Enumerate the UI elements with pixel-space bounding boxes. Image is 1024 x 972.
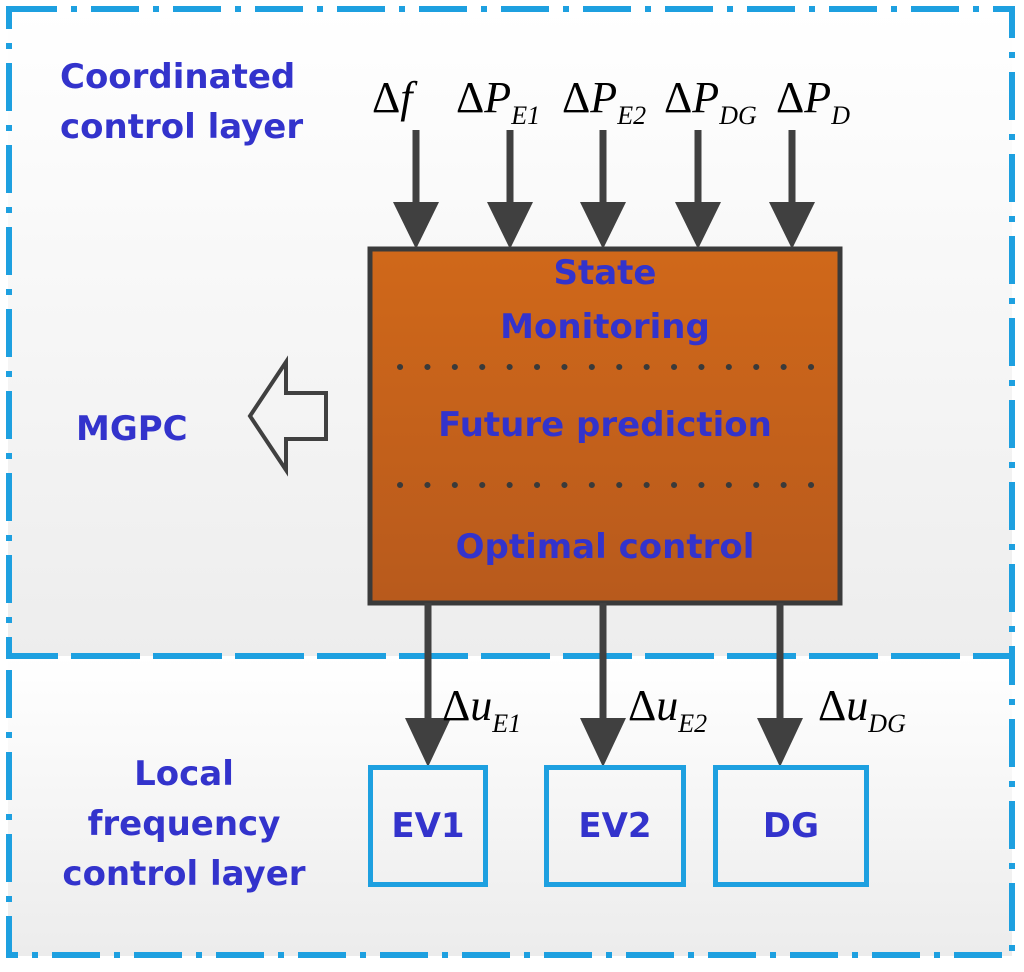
controller-block <box>367 246 843 606</box>
coordinated-label-line-2: control layer <box>60 107 304 147</box>
output-subscript: E2 <box>678 709 708 738</box>
mgpc-hollow-arrow <box>247 355 328 477</box>
output-subscript: E1 <box>492 709 522 738</box>
output-arrowhead-3 <box>757 718 803 767</box>
output-arrows <box>424 603 784 725</box>
input-label-delta-pe1: ΔPE1 <box>456 72 540 131</box>
local-frequency-control-layer-label: Local frequency control layer <box>36 749 332 899</box>
delta-symbol: Δ <box>776 73 805 122</box>
local-label-line-2: control layer <box>62 854 306 894</box>
input-subscript: E1 <box>511 101 541 130</box>
state-monitoring-label: State Monitoring <box>370 246 840 354</box>
delta-symbol: Δ <box>372 73 401 122</box>
input-arrowhead-4 <box>675 202 721 249</box>
state-monitoring-line-2: Monitoring <box>500 307 710 347</box>
input-subscript: D <box>831 101 850 130</box>
delta-symbol: Δ <box>562 73 591 122</box>
input-label-delta-pe2: ΔPE2 <box>562 72 646 131</box>
optimal-control-label: Optimal control <box>455 527 755 567</box>
input-arrowheads <box>393 202 815 249</box>
coordinated-label-line-1: Coordinated <box>60 57 296 97</box>
future-prediction-label: Future prediction <box>438 405 772 445</box>
input-arrowhead-2 <box>487 202 533 249</box>
output-subscript: DG <box>868 709 906 738</box>
ev1-unit-box: EV1 <box>368 765 488 887</box>
dg-unit-box: DG <box>713 765 869 887</box>
layer-borders <box>6 6 1015 958</box>
output-variable: u <box>656 681 679 730</box>
mgpc-label: MGPC <box>76 409 188 449</box>
ev2-unit-box: EV2 <box>544 765 686 887</box>
input-arrowhead-5 <box>769 202 815 249</box>
input-label-delta-f: Δf <box>372 72 413 123</box>
output-arrowhead-1 <box>405 718 451 767</box>
delta-symbol: Δ <box>628 681 657 730</box>
input-arrows <box>412 130 796 210</box>
input-label-delta-pd: ΔPD <box>776 72 850 131</box>
input-arrowhead-3 <box>580 202 626 249</box>
delta-symbol: Δ <box>456 73 485 122</box>
output-label-delta-ue2: ΔuE2 <box>628 680 707 739</box>
input-variable: P <box>484 73 512 122</box>
input-subscript: E2 <box>617 101 647 130</box>
input-variable: P <box>692 73 720 122</box>
coordinated-control-layer-label: Coordinated control layer <box>60 52 303 152</box>
output-variable: u <box>846 681 869 730</box>
delta-symbol: Δ <box>818 681 847 730</box>
input-variable: f <box>400 73 413 122</box>
delta-symbol: Δ <box>664 73 693 122</box>
output-arrowhead-2 <box>580 718 626 767</box>
input-variable: P <box>804 73 832 122</box>
input-subscript: DG <box>719 101 757 130</box>
output-variable: u <box>470 681 493 730</box>
state-monitoring-line-1: State <box>553 253 657 293</box>
input-arrowhead-1 <box>393 202 439 249</box>
input-variable: P <box>590 73 618 122</box>
output-label-delta-udg: ΔuDG <box>818 680 906 739</box>
local-layer-background <box>8 656 1012 956</box>
output-label-delta-ue1: ΔuE1 <box>442 680 521 739</box>
delta-symbol: Δ <box>442 681 471 730</box>
local-layer-border <box>6 653 1015 958</box>
output-arrowheads <box>405 718 803 767</box>
input-label-delta-pdg: ΔPDG <box>664 72 757 131</box>
local-label-line-1: Local frequency <box>87 754 281 844</box>
